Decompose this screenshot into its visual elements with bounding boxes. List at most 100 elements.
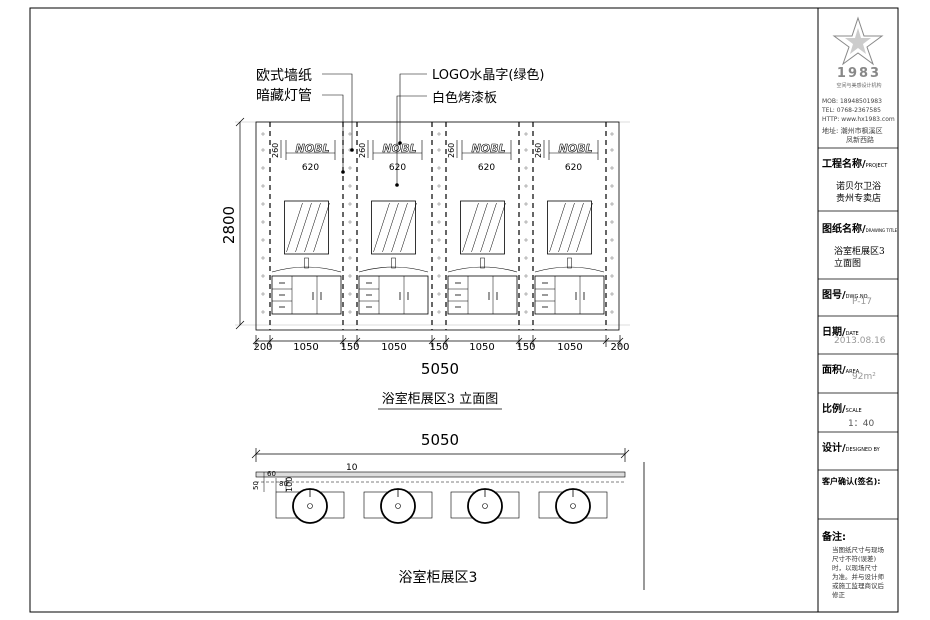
brand-logo-sub: 空间与美感设计机构 xyxy=(836,83,882,89)
height-dimension xyxy=(235,117,245,330)
number-label-en: DWG.NO. xyxy=(845,294,869,300)
note-line: 修正 xyxy=(832,591,845,599)
notes-label: 备注: xyxy=(822,532,846,543)
mirror xyxy=(284,200,329,255)
sheet-frame xyxy=(29,7,899,613)
vanity-cabinet xyxy=(271,275,342,315)
drawing-name-1: 浴室柜展区3 xyxy=(834,247,885,257)
area-label-row: 面积/AREA xyxy=(822,358,859,377)
date-label: 日期/ xyxy=(822,327,846,338)
hidden-light-label: 暗藏灯管 xyxy=(256,88,312,104)
client-signature-label: 客户确认(签名): xyxy=(822,477,881,486)
scale-label-row: 比例/SCALE xyxy=(822,397,862,416)
date-label-en: DATE xyxy=(845,331,859,337)
segment-dimension-label: 150 xyxy=(429,342,448,353)
logo-width-dimension: 620 xyxy=(389,163,406,173)
brand-star-icon xyxy=(832,16,884,66)
brand-logo-text: NOBL xyxy=(472,142,506,155)
segment-dimension-label: 1050 xyxy=(469,342,494,353)
number-value: P-17 xyxy=(852,297,872,307)
number-label-row: 图号/DWG.NO. xyxy=(822,283,869,302)
project-label-row: 工程名称/PROJECT xyxy=(822,152,887,171)
cabinet-unit: 620 260 NOBL xyxy=(447,140,518,315)
faucet xyxy=(391,257,396,269)
brand-logo-text: NOBL xyxy=(296,142,330,155)
brand-logo-text: NOBL xyxy=(383,142,417,155)
plan-basin-unit xyxy=(275,488,345,524)
mirror xyxy=(460,200,505,255)
plan-dim-10: 10 xyxy=(346,463,358,473)
logo-width-dimension: 620 xyxy=(478,163,495,173)
dim-tick xyxy=(252,337,260,345)
white-board-label: 白色烤漆板 xyxy=(432,90,497,106)
brand-logo-text: NOBL xyxy=(559,142,593,155)
logo-height-dimension: 260 xyxy=(358,143,367,158)
plan-total-dimension: 5050 xyxy=(421,431,459,449)
vanity-cabinet xyxy=(358,275,429,315)
contact-address-1: 地址: 潮州市枫溪区 xyxy=(822,127,883,135)
dim-tick xyxy=(602,337,610,345)
drawing-label-row: 图纸名称/DRAWING TITLE xyxy=(822,217,897,236)
mirror-reflection xyxy=(489,202,506,253)
area-value: 92m² xyxy=(852,372,876,382)
wallpaper-pattern xyxy=(261,132,614,314)
mirror-reflection xyxy=(373,202,390,253)
design-label: 设计/ xyxy=(822,443,846,454)
note-line: 当图纸尺寸与现场 xyxy=(832,546,884,554)
elevation-outline xyxy=(255,121,620,331)
scale-label-en: SCALE xyxy=(845,408,862,414)
note-line: 为准。并与设计师 xyxy=(832,573,884,581)
dim-tick xyxy=(428,337,436,345)
segment-dimension-label: 1050 xyxy=(293,342,318,353)
area-label: 面积/ xyxy=(822,365,846,376)
plan-basin-unit xyxy=(363,488,433,524)
dim-tick xyxy=(616,337,624,345)
cabinet-unit: 620 260 NOBL xyxy=(358,140,429,315)
contact-mob: MOB: 18948501983 xyxy=(822,98,882,105)
dim-tick xyxy=(529,337,537,345)
contact-tel: TEL: 0768-2367585 xyxy=(822,107,881,114)
project-name-2: 贵州专卖店 xyxy=(836,194,882,204)
drain xyxy=(570,503,576,509)
plan-dim-80: 80 xyxy=(279,480,288,488)
basin-counter xyxy=(534,266,605,273)
dim-tick xyxy=(266,337,274,345)
drawing-label-en: DRAWING TITLE xyxy=(865,228,898,233)
drawing-name-2: 立面图 xyxy=(834,259,862,269)
mirror-reflection xyxy=(400,202,417,253)
faucet xyxy=(480,257,485,269)
logo-height-dimension: 260 xyxy=(447,143,456,158)
date-value: 2013.08.16 xyxy=(834,336,886,346)
leader-lines xyxy=(322,73,427,185)
mirror xyxy=(371,200,416,255)
plan-view: 5050 10 60 80 50 100 1050 浴室柜展区3 xyxy=(251,431,645,590)
drawing-label: 图纸名称/ xyxy=(822,224,866,235)
dim-tick xyxy=(515,337,523,345)
logo-width-dimension: 620 xyxy=(302,163,319,173)
brand-logo-number: 1983 xyxy=(836,66,882,81)
notes-text: 当图纸尺寸与现场 尺寸不符(误差) 时，以现场尺寸 为准。并与设计师 或施工监理… xyxy=(832,546,884,600)
plan-dim-50: 50 xyxy=(252,481,260,490)
note-line: 时，以现场尺寸 xyxy=(832,564,878,572)
vanity-cabinet xyxy=(534,275,605,315)
logo-height-dimension: 260 xyxy=(271,143,280,158)
design-label-row: 设计/DESIGNED BY xyxy=(822,436,880,455)
mirror-reflection xyxy=(576,202,593,253)
height-dimension-label: 2800 xyxy=(220,206,238,244)
scale-value: 1：40 xyxy=(848,419,875,429)
logo-height-dimension: 260 xyxy=(534,143,543,158)
mirror-reflection xyxy=(549,202,566,253)
faucet xyxy=(304,257,309,269)
plan-wall xyxy=(255,471,626,478)
wallpaper-label: 欧式墙纸 xyxy=(256,68,312,84)
plan-dim-100: 100 xyxy=(285,477,294,492)
mirror-reflection xyxy=(558,202,575,253)
plan-basin-unit xyxy=(538,488,608,524)
segment-dimension-label: 150 xyxy=(516,342,535,353)
logo-text-label: LOGO水晶字(绿色) xyxy=(432,67,544,83)
mirror-reflection xyxy=(286,202,303,253)
hidden-light-lines xyxy=(269,122,607,330)
